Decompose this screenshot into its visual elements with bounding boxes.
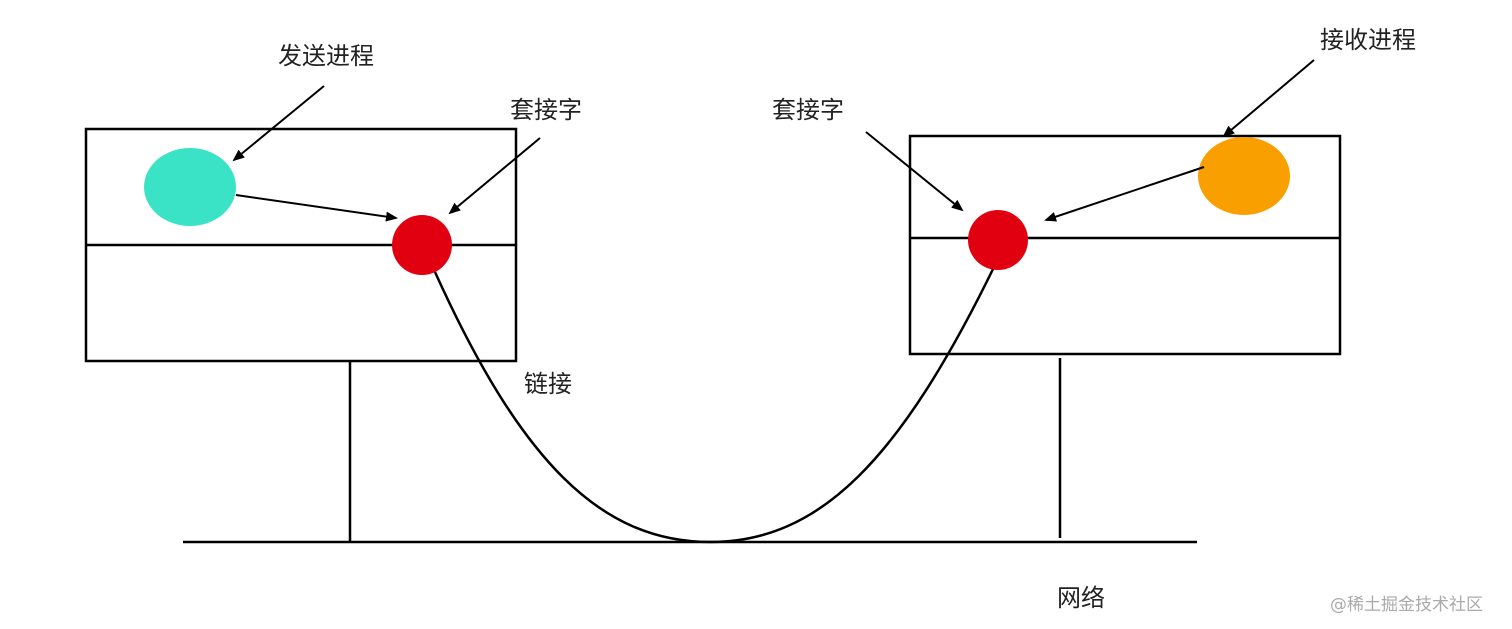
arrow-label-to-left-socket — [448, 137, 541, 215]
send-process-label: 发送进程 — [278, 42, 374, 70]
send-process-node — [144, 148, 236, 226]
arrow-label-to-send-process — [232, 85, 325, 162]
left-socket-label: 套接字 — [510, 96, 582, 124]
arrow-recv-to-socket — [1044, 166, 1205, 222]
arrow-label-to-recv-process — [1222, 59, 1315, 138]
right-host-box — [908, 134, 1342, 356]
network-label: 网络 — [1057, 584, 1105, 612]
recv-process-label: 接收进程 — [1320, 26, 1416, 54]
arrow-label-to-right-socket — [865, 131, 964, 212]
link-curve — [433, 264, 997, 544]
link-label: 链接 — [524, 370, 572, 398]
watermark: @稀土掘金技术社区 — [1330, 595, 1483, 615]
right-socket-label: 套接字 — [772, 96, 844, 124]
left-socket-node — [392, 215, 452, 275]
right-socket-node — [968, 210, 1028, 270]
recv-process-node — [1198, 137, 1290, 215]
arrow-send-to-socket — [235, 194, 398, 222]
